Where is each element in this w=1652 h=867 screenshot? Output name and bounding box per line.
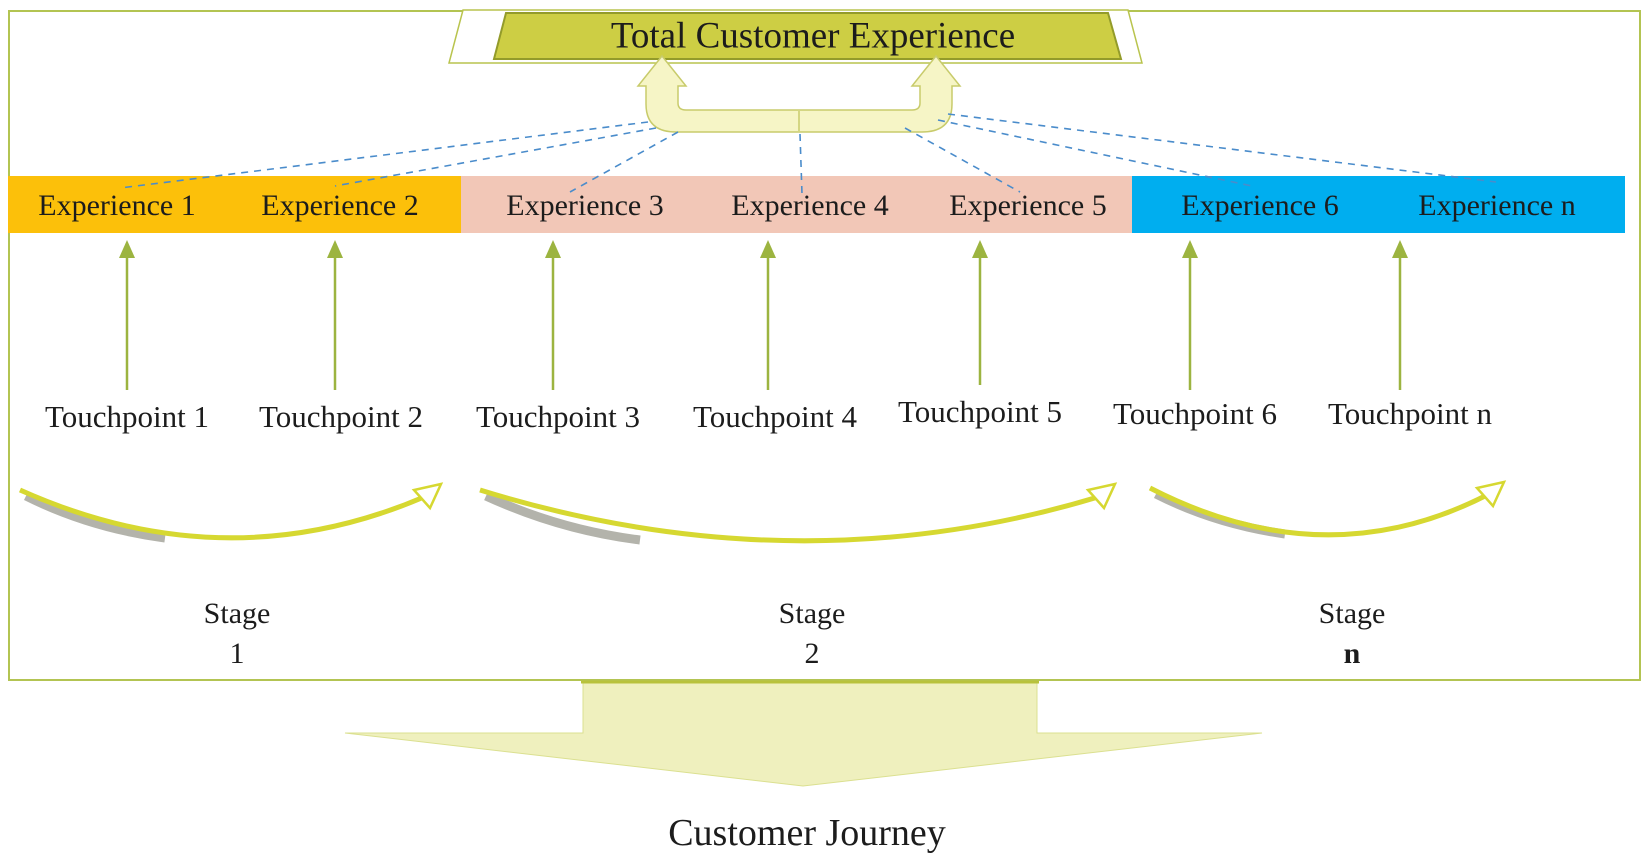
stage-number-1: 1 bbox=[229, 637, 245, 670]
experience-label-4: Experience 4 bbox=[731, 189, 889, 222]
touchpoint-label-5: Touchpoint 5 bbox=[897, 394, 1063, 429]
stage-swoosh-arrow-2 bbox=[479, 482, 1118, 545]
stage-word-n: Stage bbox=[1318, 597, 1386, 630]
experience-label-5: Experience 5 bbox=[949, 189, 1107, 222]
dashed-connector-experience-1 bbox=[119, 121, 649, 189]
touchpoint-arrow-n bbox=[1392, 240, 1408, 390]
touchpoint-label-1: Touchpoint 1 bbox=[44, 399, 210, 434]
touchpoint-arrow-6 bbox=[1182, 240, 1198, 390]
customer-journey-caption: Customer Journey bbox=[668, 812, 946, 854]
merge-bracket-shape bbox=[636, 54, 962, 133]
touchpoint-label-3: Touchpoint 3 bbox=[475, 399, 641, 434]
stage-word-2: Stage bbox=[778, 597, 846, 630]
stage-label-n: Stage n bbox=[1319, 594, 1386, 674]
experience-bar-segment-stage3 bbox=[1132, 176, 1625, 233]
stage-swoosh-arrows bbox=[18, 480, 1507, 545]
dashed-connector-experience-4 bbox=[799, 133, 803, 195]
stage-number-n: n bbox=[1343, 637, 1361, 670]
experience-bar-segment-stage2 bbox=[461, 176, 1132, 233]
dashed-connector-experience-5 bbox=[904, 127, 1021, 193]
touchpoint-arrow-3 bbox=[545, 240, 561, 390]
banner-shape bbox=[448, 9, 1143, 64]
experience-label-2: Experience 2 bbox=[261, 189, 419, 222]
experience-label-1: Experience 1 bbox=[38, 189, 196, 222]
dashed-connector-experience-6 bbox=[937, 119, 1253, 187]
touchpoint-label-6: Touchpoint 6 bbox=[1112, 396, 1278, 431]
experience-bar-segment-stage1 bbox=[8, 176, 461, 233]
journey-down-arrow bbox=[344, 680, 1263, 787]
banner-title: Total Customer Experience bbox=[610, 15, 1016, 57]
experience-label-3: Experience 3 bbox=[506, 189, 664, 222]
experience-label-6: Experience 6 bbox=[1181, 189, 1339, 222]
stage-word-1: Stage bbox=[203, 597, 271, 630]
dashed-connector-experience-n bbox=[947, 113, 1497, 183]
touchpoint-label-n: Touchpoint n bbox=[1327, 396, 1493, 431]
touchpoint-label-2: Touchpoint 2 bbox=[258, 399, 424, 434]
touchpoint-arrow-5 bbox=[972, 240, 988, 385]
experience-label-n: Experience n bbox=[1418, 189, 1576, 222]
stage-label-2: Stage 2 bbox=[779, 594, 846, 674]
touchpoint-arrow-4 bbox=[760, 240, 776, 390]
touchpoint-label-4: Touchpoint 4 bbox=[692, 399, 858, 434]
dashed-connector-experience-2 bbox=[334, 127, 657, 187]
stage-swoosh-arrow-1 bbox=[18, 482, 444, 543]
touchpoint-arrow-1 bbox=[119, 240, 135, 390]
stage-label-1: Stage 1 bbox=[204, 594, 271, 674]
stage-number-2: 2 bbox=[804, 637, 820, 670]
stage-swoosh-arrow-n bbox=[1148, 480, 1507, 539]
touchpoint-arrow-2 bbox=[327, 240, 343, 390]
touchpoint-arrows bbox=[119, 240, 1408, 390]
